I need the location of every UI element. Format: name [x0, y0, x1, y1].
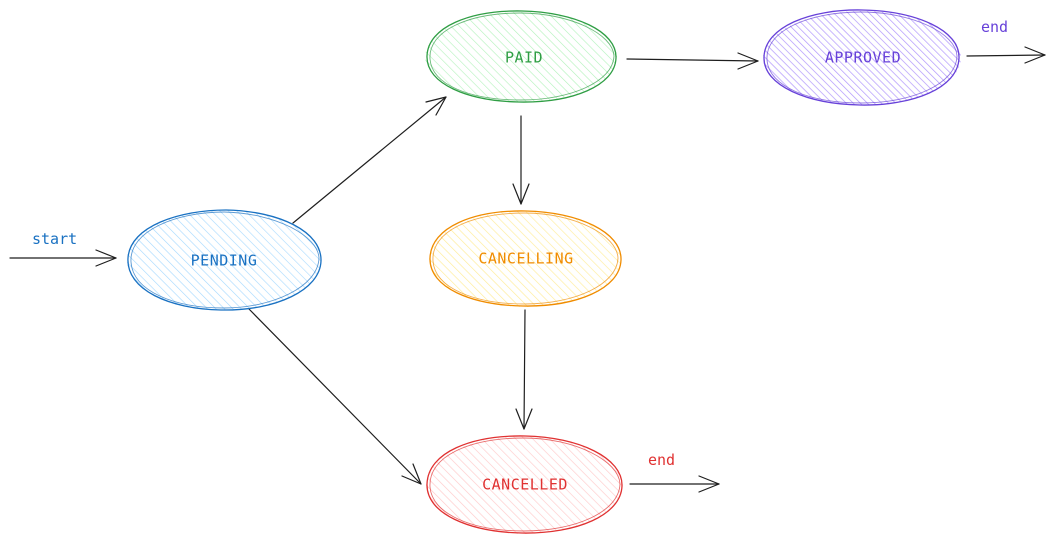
- state-cancelling-label: CANCELLING: [478, 250, 573, 268]
- edge-start-to-pending: [9, 249, 117, 267]
- end-label-approved: end: [981, 18, 1008, 36]
- state-approved-label: APPROVED: [825, 49, 901, 67]
- state-cancelled-label: CANCELLED: [482, 476, 568, 494]
- edge-approved-to-end: [966, 46, 1046, 64]
- state-pending-label: PENDING: [191, 252, 258, 270]
- state-cancelling[interactable]: CANCELLING: [429, 210, 622, 307]
- state-paid-label: PAID: [505, 49, 543, 67]
- edge-pending-to-paid: [292, 96, 447, 224]
- edge-pending-to-cancelled: [248, 308, 422, 485]
- state-cancelled[interactable]: CANCELLED: [426, 435, 623, 534]
- state-approved[interactable]: APPROVED: [763, 9, 961, 106]
- start-label: start: [32, 230, 77, 248]
- state-pending[interactable]: PENDING: [127, 209, 322, 311]
- edge-paid-to-approved: [626, 52, 759, 70]
- end-label-cancelled: end: [648, 451, 675, 469]
- edge-cancelled-to-end: [629, 475, 720, 493]
- edge-paid-to-cancelling: [512, 115, 530, 205]
- edge-cancelling-to-cancelled: [515, 309, 533, 430]
- state-paid[interactable]: PAID: [425, 10, 617, 103]
